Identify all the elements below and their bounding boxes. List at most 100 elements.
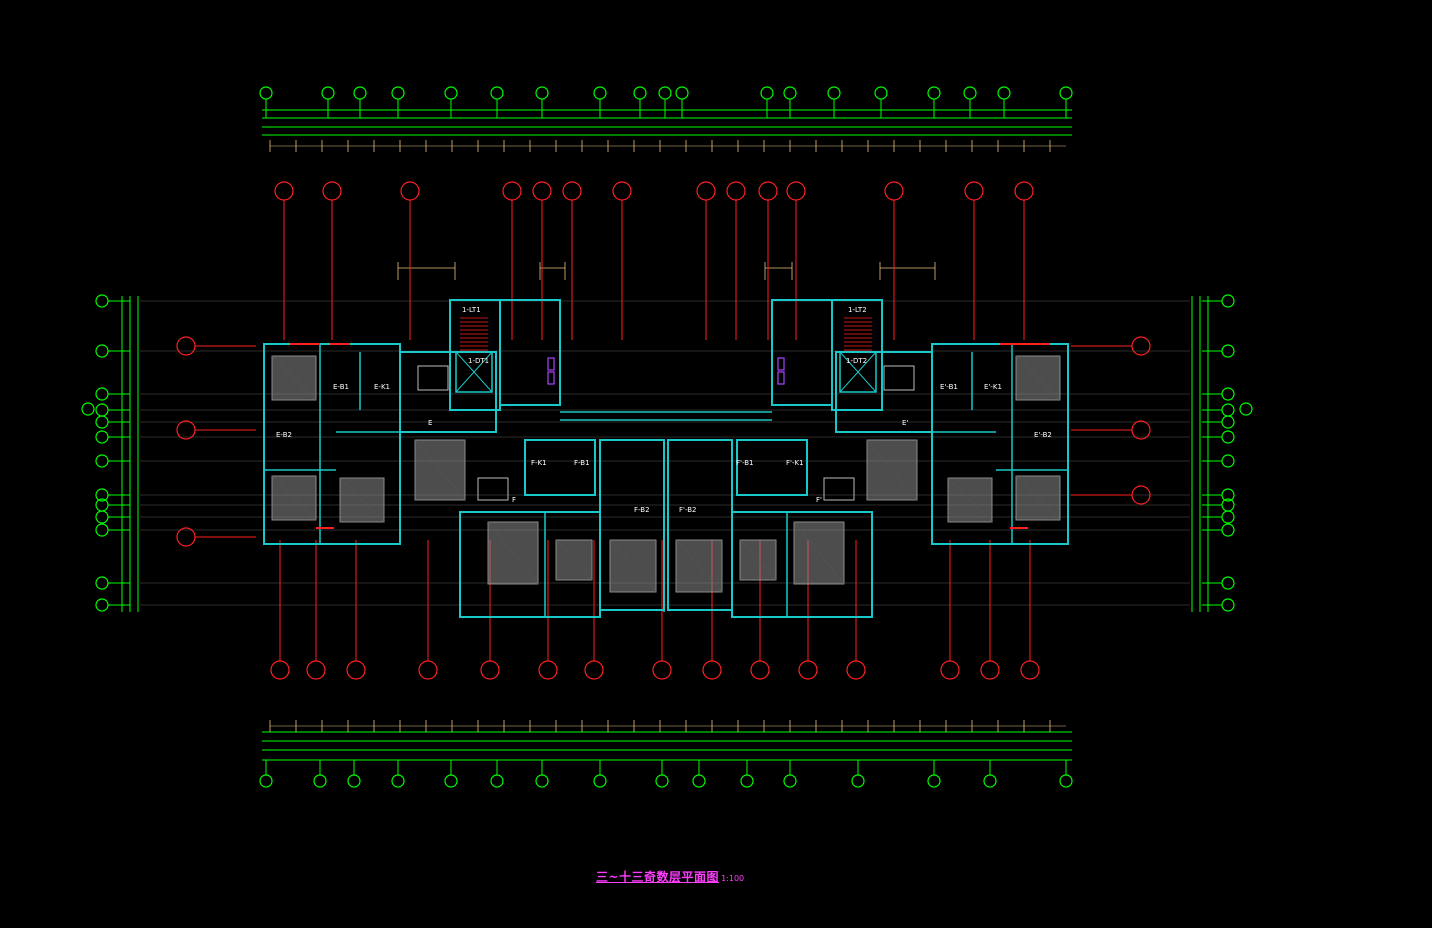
axis-bubble-top <box>927 86 941 100</box>
room-tag-e-b1-right: E'-B1 <box>940 383 958 391</box>
axis-bubble-right <box>1221 294 1235 308</box>
axis-bubble-left <box>95 294 109 308</box>
dining-table <box>823 477 855 501</box>
furniture-hatch <box>1015 355 1061 401</box>
furniture-hatch <box>866 439 918 501</box>
wall-left-kitchen-f <box>524 439 596 496</box>
room-tag-e-k1: E-K1 <box>374 383 390 391</box>
room-tag-e-b1: E-B1 <box>333 383 349 391</box>
red-axis-bubble-bottom <box>538 660 558 680</box>
furniture-hatch <box>793 521 845 585</box>
axis-bubble-top <box>593 86 607 100</box>
furniture-hatch-layer <box>271 355 1061 593</box>
furniture-hatch <box>609 539 657 593</box>
axis-bubble-right <box>1221 510 1235 524</box>
wall-right-kitchen-f <box>736 439 808 496</box>
axis-bubble-bottom <box>740 774 754 788</box>
axis-bubble-bottom <box>655 774 669 788</box>
red-axis-bubble-top <box>612 181 632 201</box>
furniture-hatch <box>739 539 777 581</box>
axis-bubble-left-extra <box>81 402 95 416</box>
red-axis-bubble-bottom <box>1020 660 1040 680</box>
room-tag-unit-f: F <box>512 496 516 504</box>
axis-bubble-left <box>95 510 109 524</box>
red-axis-bubble-side <box>1131 336 1151 356</box>
axis-bubble-top <box>353 86 367 100</box>
axis-bubble-top <box>827 86 841 100</box>
axis-bubble-top <box>321 86 335 100</box>
red-axis-bubble-top <box>502 181 522 201</box>
door-marker <box>547 357 555 371</box>
red-axis-bubble-bottom <box>270 660 290 680</box>
furniture-hatch <box>414 439 466 501</box>
axis-bubble-bottom <box>444 774 458 788</box>
red-axis-bubble-top <box>964 181 984 201</box>
furniture-hatch <box>675 539 723 593</box>
red-axis-bubble-bottom <box>846 660 866 680</box>
dining-table <box>477 477 509 501</box>
axis-bubble-right <box>1221 454 1235 468</box>
room-tag-unit-f-right: F' <box>816 496 822 504</box>
room-tag-f-b1: F-B1 <box>574 459 590 467</box>
red-axis-bubble-top <box>562 181 582 201</box>
axis-bubble-bottom <box>851 774 865 788</box>
axis-bubble-left <box>95 598 109 612</box>
red-axis-bubble-top <box>696 181 716 201</box>
axis-bubble-left <box>95 387 109 401</box>
dining-table <box>883 365 915 391</box>
axis-bubble-right <box>1221 523 1235 537</box>
axis-bubble-bottom <box>490 774 504 788</box>
lift-right-x <box>839 351 877 393</box>
room-tag-lift-right: 1-DT2 <box>846 357 867 365</box>
wall-left-lobby <box>499 299 561 406</box>
red-axis-bubble-side <box>176 527 196 547</box>
axis-bubble-bottom <box>1059 774 1073 788</box>
room-tag-e-b2: E-B2 <box>276 431 292 439</box>
axis-bubble-bottom <box>983 774 997 788</box>
axis-bubble-top <box>658 86 672 100</box>
room-tag-unit-e: E <box>428 419 432 427</box>
red-axis-bubble-top <box>400 181 420 201</box>
furniture-hatch <box>487 521 539 585</box>
red-axis-bubble-bottom <box>980 660 1000 680</box>
red-axis-bubble-bottom <box>940 660 960 680</box>
furniture-hatch <box>947 477 993 523</box>
axis-bubble-right <box>1221 344 1235 358</box>
dimension-layer <box>140 140 1190 732</box>
furniture-hatch <box>555 539 593 581</box>
red-axis-bubble-top <box>726 181 746 201</box>
red-axis-bubble-bottom <box>480 660 500 680</box>
room-tag-lift-left: 1-DT1 <box>468 357 489 365</box>
axis-bubble-right <box>1221 415 1235 429</box>
axis-bubble-top <box>391 86 405 100</box>
red-axis-bubble-top <box>786 181 806 201</box>
red-axis-bubble-top <box>532 181 552 201</box>
axis-bubble-top <box>633 86 647 100</box>
axis-bubble-bottom <box>535 774 549 788</box>
red-axis-bubble-bottom <box>346 660 366 680</box>
axis-bubble-top <box>874 86 888 100</box>
room-tag-stair-right: 1-LT2 <box>848 306 867 314</box>
red-axis-bubble-bottom <box>750 660 770 680</box>
furniture-hatch <box>271 475 317 521</box>
axis-bubble-right <box>1221 430 1235 444</box>
axis-bubble-bottom <box>347 774 361 788</box>
red-axis-bubble-top <box>322 181 342 201</box>
axis-bubble-top <box>1059 86 1073 100</box>
drawing-scale: 1:100 <box>721 874 745 883</box>
door-marker <box>547 371 555 385</box>
axis-bubble-bottom <box>783 774 797 788</box>
axis-bubble-top <box>760 86 774 100</box>
wall-right-lobby <box>771 299 833 406</box>
red-axis-bubble-top <box>1014 181 1034 201</box>
red-axis-bubble-side <box>176 420 196 440</box>
axis-bubble-top <box>997 86 1011 100</box>
axis-bubble-top <box>444 86 458 100</box>
axis-bubble-right <box>1221 598 1235 612</box>
wall-center-right <box>667 439 733 611</box>
red-axis-bubble-top <box>758 181 778 201</box>
lift-left-x <box>455 351 493 393</box>
room-tag-f-k1-right: F'-K1 <box>786 459 804 467</box>
